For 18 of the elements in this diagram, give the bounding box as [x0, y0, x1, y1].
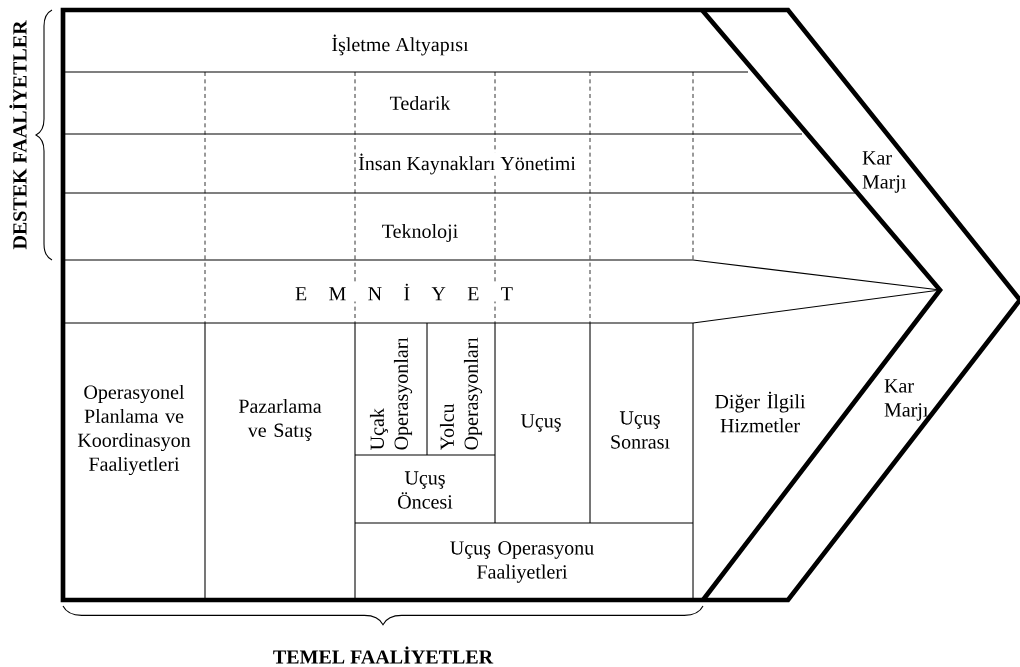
support-activity-label: Teknoloji [380, 222, 460, 244]
margin-label: Kar Marjı [884, 379, 929, 421]
section-label: DESTEK FAALİYETLER [9, 20, 27, 250]
primary-activity-label: Yolcu Operasyonları [439, 337, 483, 451]
primary-activity-label: Uçuş Öncesi [398, 471, 453, 509]
primary-activity-label: Uçuş [520, 414, 561, 432]
primary-activity-label: Uçuş Operasyonu Faaliyetleri [450, 541, 594, 583]
safety-band-label: E M N İ Y E T [293, 282, 515, 302]
primary-activity-label: Diğer İlgili Hizmetler [715, 391, 806, 433]
primary-activity-label: Operasyonel Planlama ve Koordinasyon Faaliyetleri [77, 384, 191, 476]
primary-activity-label: Uçuş Sonrası [611, 411, 670, 449]
margin-label: Kar Marjı [862, 151, 907, 193]
support-activity-label: İnsan Kaynakları Yönetimi [356, 152, 578, 176]
support-activity-label: İşletme Altyapısı [330, 33, 470, 57]
section-label: TEMEL FAALİYETLER [273, 646, 494, 664]
primary-activity-label: Uçak Operasyonları [369, 337, 413, 450]
primary-activity-label: Pazarlama ve Satış [238, 398, 322, 442]
support-activity-label: Tedarik [388, 94, 452, 112]
